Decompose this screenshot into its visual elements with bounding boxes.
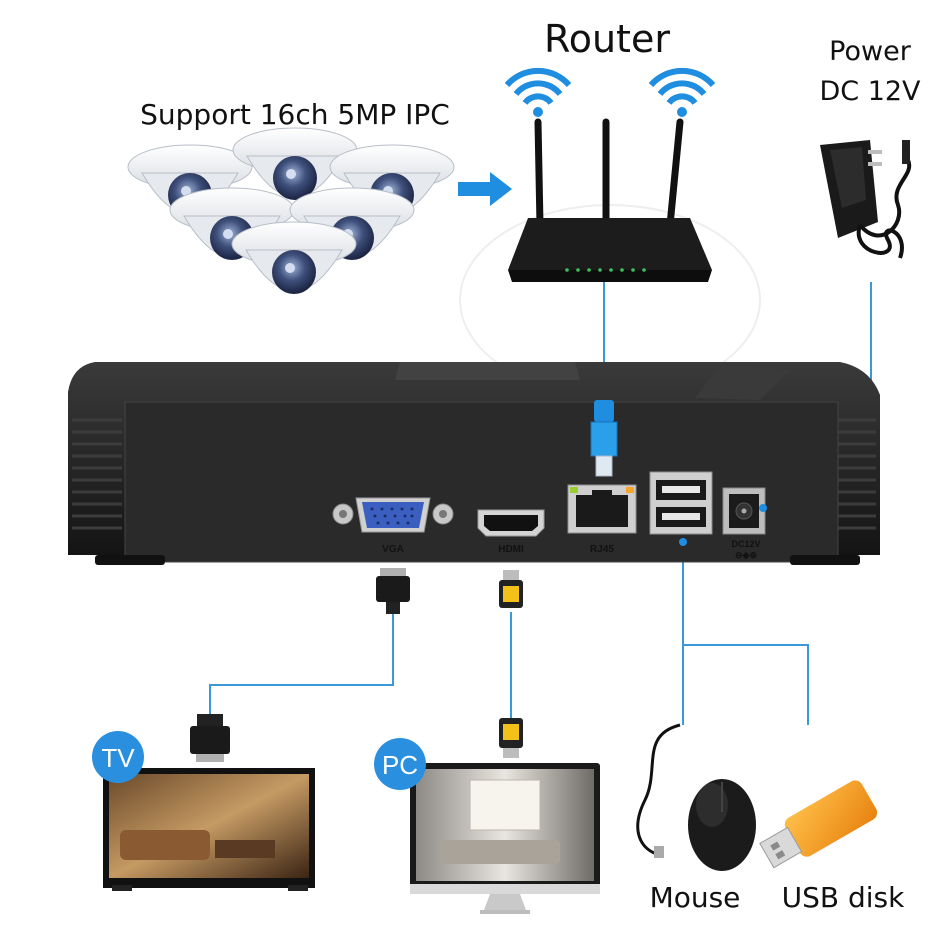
dc-port-label: DC12V: [731, 539, 760, 549]
vga-connector-icon: [376, 568, 410, 614]
wifi-icon: [504, 67, 572, 117]
dome-camera-icon: [231, 221, 357, 294]
hdmi-port-label: HDMI: [498, 544, 524, 555]
hdmi-connector-icon: [499, 718, 523, 758]
ethernet-plug-icon: [590, 400, 618, 477]
pc-monitor-icon: [410, 763, 600, 914]
cameras-label: Support 16ch 5MP IPC: [140, 98, 450, 131]
usb-connection-dot: [679, 538, 687, 546]
rj45-port-label: RJ45: [590, 544, 614, 555]
rj45-port[interactable]: [567, 484, 637, 534]
dc-power-jack[interactable]: [722, 487, 766, 535]
pc-badge: [374, 738, 426, 790]
power-adapter-icon: [820, 140, 912, 259]
dc-polarity-label: ⊖◆⊕: [735, 550, 757, 560]
mouse-label: Mouse: [650, 881, 741, 914]
ip-cameras-group: [127, 127, 455, 294]
usb-disk-label: USB disk: [782, 881, 906, 914]
tv-badge: [92, 731, 144, 783]
mouse-icon: [636, 723, 756, 871]
usb-disk-icon: [759, 780, 878, 869]
wire-usb-disk: [683, 644, 809, 725]
wire-vga-tv: [209, 612, 394, 715]
power-label-line2: DC 12V: [819, 76, 921, 107]
dc-connection-dot: [759, 504, 767, 512]
vga-connector-icon: [190, 714, 230, 762]
vga-port[interactable]: [332, 497, 454, 533]
nvr-device: [68, 362, 880, 565]
tv-icon: [103, 768, 315, 891]
wifi-icon: [648, 67, 716, 117]
usb-ports[interactable]: [649, 471, 713, 535]
arrow-right-icon: [458, 172, 512, 206]
pc-badge-label: PC: [382, 750, 418, 780]
router-icon: [459, 118, 761, 396]
hdmi-connector-icon: [499, 570, 523, 608]
tv-badge-label: TV: [101, 743, 135, 773]
hdmi-port[interactable]: [477, 509, 545, 537]
vga-port-label: VGA: [382, 544, 404, 555]
router-title: Router: [544, 17, 670, 61]
power-label-line1: Power: [829, 36, 912, 67]
